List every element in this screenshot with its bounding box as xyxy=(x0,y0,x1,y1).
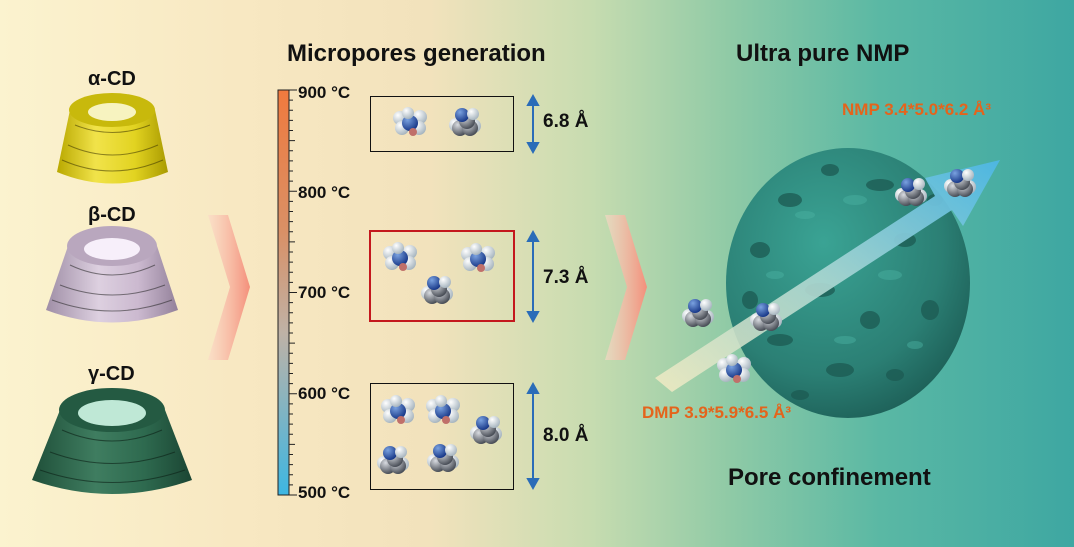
atom-sphere xyxy=(435,395,447,407)
beta-cd-structure xyxy=(46,226,178,323)
nmp-molecule xyxy=(421,276,453,304)
atom-sphere xyxy=(392,242,404,254)
atom-sphere xyxy=(488,416,500,428)
nmp-dimension-label: NMP 3.4*5.0*6.2 Å³ xyxy=(842,100,991,119)
gamma-cd-structure xyxy=(32,388,192,494)
temp-label-700: 700 °C xyxy=(298,283,351,302)
atom-sphere xyxy=(433,444,447,458)
pore-size-6-8: 6.8 Å xyxy=(543,111,589,132)
alpha-cd-label: α-CD xyxy=(88,68,136,90)
beta-cd-label: β-CD xyxy=(88,204,136,226)
atom-sphere xyxy=(435,403,451,419)
pore-box-7-3 xyxy=(369,230,515,322)
alpha-cd-structure xyxy=(57,93,168,184)
atom-sphere xyxy=(390,395,402,407)
atom-sphere xyxy=(399,263,407,271)
atom-sphere xyxy=(756,303,770,317)
atom-sphere xyxy=(392,250,408,266)
atom-sphere xyxy=(962,169,974,181)
nmp-molecule xyxy=(377,446,409,474)
dmp-dimension-label: DMP 3.9*5.9*6.5 Å³ xyxy=(642,403,791,422)
atom-sphere xyxy=(726,362,742,378)
temp-label-800: 800 °C xyxy=(298,183,351,202)
dmp-molecule xyxy=(426,395,460,424)
nmp-molecule xyxy=(944,169,976,197)
pore-box-6-8 xyxy=(370,96,514,152)
atom-sphere xyxy=(470,243,482,255)
process-arrow-1 xyxy=(208,215,250,360)
process-arrow-2 xyxy=(605,215,647,360)
atom-sphere xyxy=(383,446,397,460)
atom-sphere xyxy=(439,276,451,288)
atom-sphere xyxy=(390,403,406,419)
atom-sphere xyxy=(901,178,915,192)
atom-sphere xyxy=(427,276,441,290)
atom-sphere xyxy=(402,107,414,119)
atom-sphere xyxy=(726,354,738,366)
atom-sphere xyxy=(395,446,407,458)
atom-sphere xyxy=(950,169,964,183)
temp-label-600: 600 °C xyxy=(298,384,351,403)
confinement-header: Pore confinement xyxy=(728,464,931,491)
atom-sphere xyxy=(409,128,417,136)
nmp-molecule xyxy=(750,303,782,331)
nmp-molecule xyxy=(470,416,502,444)
atom-sphere xyxy=(733,375,741,383)
distance-arrows xyxy=(526,93,540,491)
atom-sphere xyxy=(476,416,490,430)
dmp-molecule xyxy=(461,243,495,272)
dmp-molecule xyxy=(381,395,415,424)
nmp-molecule xyxy=(427,444,459,472)
atom-sphere xyxy=(397,416,405,424)
pore-size-8-0: 8.0 Å xyxy=(543,425,589,446)
temperature-ticks xyxy=(289,89,297,496)
separation-arrow xyxy=(655,160,1000,392)
molecule-layer xyxy=(377,107,976,474)
atom-sphere xyxy=(470,251,486,267)
nmp-molecule xyxy=(449,108,481,136)
nmp-molecule xyxy=(682,299,714,327)
atom-sphere xyxy=(700,299,712,311)
pore-box-8-0 xyxy=(370,383,514,490)
atom-sphere xyxy=(768,303,780,315)
micropores-header: Micropores generation xyxy=(287,40,546,67)
temp-label-500: 500 °C xyxy=(298,483,351,502)
dmp-molecule xyxy=(717,354,751,383)
atom-sphere xyxy=(455,108,469,122)
atom-sphere xyxy=(688,299,702,313)
temperature-scale-bar xyxy=(277,89,290,496)
atom-sphere xyxy=(467,108,479,120)
gamma-cd-label: γ-CD xyxy=(88,363,135,385)
temp-label-900: 900 °C xyxy=(298,83,351,102)
ultra-pure-header: Ultra pure NMP xyxy=(736,40,910,67)
atom-sphere xyxy=(477,264,485,272)
atom-sphere xyxy=(913,178,925,190)
atom-sphere xyxy=(442,416,450,424)
pore-size-7-3: 7.3 Å xyxy=(543,267,589,288)
dmp-molecule xyxy=(383,242,417,271)
atom-sphere xyxy=(445,444,457,456)
nmp-molecule xyxy=(895,178,927,206)
dmp-molecule xyxy=(393,107,427,136)
atom-sphere xyxy=(402,115,418,131)
